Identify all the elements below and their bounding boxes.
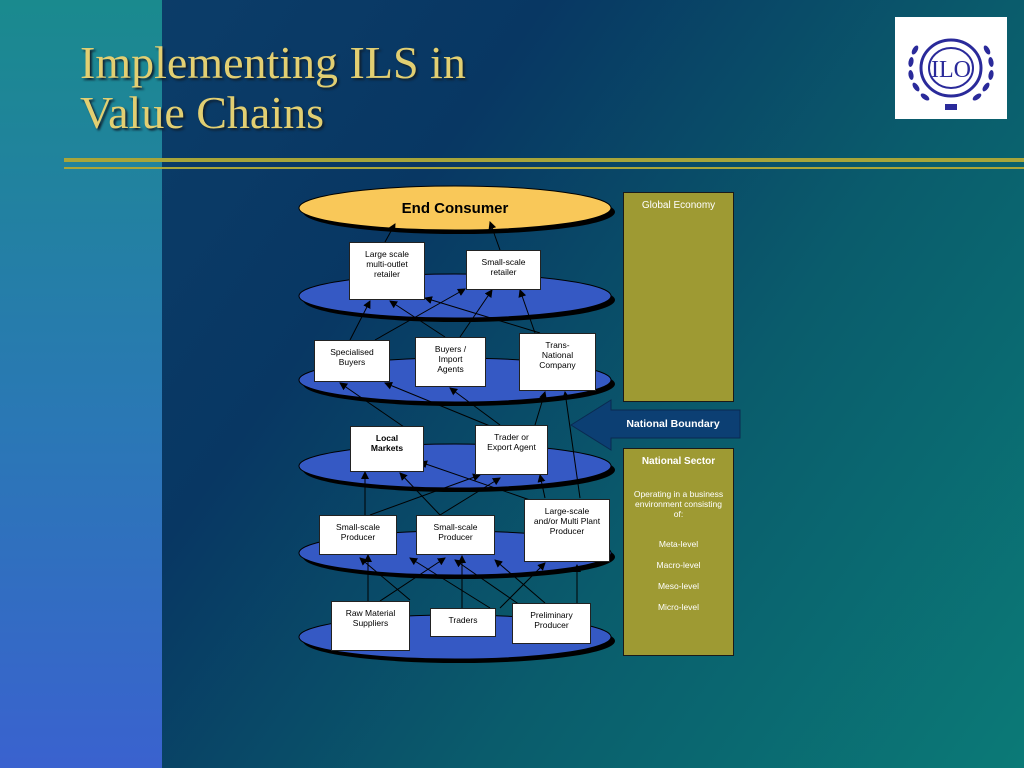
node-transnational-company: Trans- National Company — [519, 333, 596, 391]
flow-arrows — [339, 221, 581, 609]
global-economy-panel: Global Economy — [623, 192, 734, 402]
ilo-logo: ILO — [895, 17, 1007, 119]
national-sector-title: National Sector — [641, 456, 716, 467]
title-divider-thin — [64, 167, 1024, 169]
end-consumer-label: End Consumer — [401, 199, 509, 217]
node-trader-export-agent: Trader or Export Agent — [475, 425, 548, 475]
slide-title: Implementing ILS in Value Chains — [80, 38, 466, 138]
node-preliminary-producer: Preliminary Producer — [512, 603, 591, 644]
title-divider-thick — [64, 158, 1024, 162]
left-accent-band — [0, 0, 162, 768]
node-large-scale-producer: Large-scale and/or Multi Plant Producer — [524, 499, 610, 562]
title-line-2: Value Chains — [80, 87, 325, 138]
title-line-1: Implementing ILS in — [80, 37, 466, 88]
logo-text: ILO — [931, 57, 971, 83]
national-boundary-arrow — [570, 399, 741, 451]
national-sector-description: Operating in a business environment cons… — [633, 489, 724, 519]
level-meso: Meso-level — [657, 581, 700, 591]
layer-discs — [298, 185, 615, 663]
level-micro: Micro-level — [657, 602, 700, 612]
node-large-scale-retailer: Large scale multi-outlet retailer — [349, 242, 425, 300]
national-sector-panel: National Sector Operating in a business … — [623, 448, 734, 656]
node-buyers-import-agents: Buyers / Import Agents — [415, 337, 486, 387]
ilo-emblem-icon: ILO — [908, 38, 994, 110]
node-small-scale-producer-2: Small-scale Producer — [416, 515, 495, 555]
level-macro: Macro-level — [656, 560, 701, 570]
node-local-markets: Local Markets — [350, 426, 424, 472]
node-small-scale-producer-1: Small-scale Producer — [319, 515, 397, 555]
node-specialised-buyers: Specialised Buyers — [314, 340, 390, 382]
node-raw-material-suppliers: Raw Material Suppliers — [331, 601, 410, 651]
national-boundary-label: National Boundary — [626, 418, 720, 430]
node-small-scale-retailer: Small-scale retailer — [466, 250, 541, 290]
node-traders: Traders — [430, 608, 496, 637]
level-meta: Meta-level — [658, 539, 699, 549]
